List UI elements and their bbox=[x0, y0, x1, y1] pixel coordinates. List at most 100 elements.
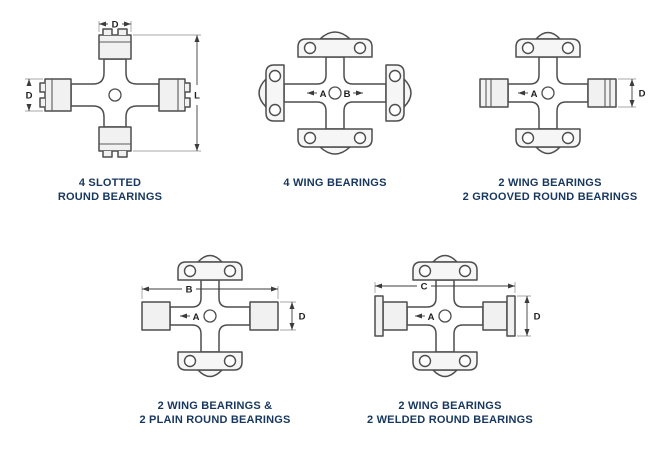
caption-line: 4 SLOTTED bbox=[78, 177, 142, 189]
diagram-caption: 2 WING BEARINGS 2 WELDED ROUND BEARINGS bbox=[367, 399, 533, 427]
diagram-2-wing-2-plain-round: A B D bbox=[141, 254, 306, 378]
top-wing-bearing bbox=[515, 31, 581, 58]
dim-label-d: D bbox=[534, 312, 541, 323]
figure-4-wing-bearings: A B 4 WING BEARINGS bbox=[240, 13, 430, 190]
dim-label-d-top: D bbox=[112, 20, 119, 31]
right-grooved-round-bearing bbox=[587, 78, 617, 108]
figure-2-wing-2-plain-round: A B D 2 WING BEARINGS & 2 PLAIN ROUND BE… bbox=[110, 236, 320, 427]
bolt-hole bbox=[353, 41, 367, 55]
dim-label-a: A bbox=[320, 89, 327, 100]
dim-label-b: B bbox=[344, 89, 351, 100]
dim-label-a: A bbox=[193, 312, 200, 323]
figure-4-slotted-round-bearings: D D L 4 SLOTTED ROUND BEARINGS bbox=[15, 13, 205, 204]
dimension-d: D bbox=[618, 78, 646, 108]
bottom-wing-bearing bbox=[412, 351, 478, 378]
dim-label-b: B bbox=[186, 285, 193, 296]
caption-line: 2 PLAIN ROUND BEARINGS bbox=[139, 414, 291, 426]
left-plain-round-bearing bbox=[141, 301, 171, 331]
dimension-d: D bbox=[517, 295, 541, 337]
bottom-wing-bearing bbox=[297, 128, 373, 155]
caption-line: 2 GROOVED ROUND BEARINGS bbox=[462, 191, 638, 203]
groove-lines bbox=[485, 79, 492, 107]
bolt-hole bbox=[521, 41, 535, 55]
dim-label-d: D bbox=[639, 89, 646, 100]
bolt-hole bbox=[268, 103, 282, 117]
caption-line: 4 WING BEARINGS bbox=[283, 177, 387, 189]
caption-line: 2 WELDED ROUND BEARINGS bbox=[367, 414, 533, 426]
bottom-slotted-bearing bbox=[98, 126, 132, 158]
bolt-hole bbox=[268, 69, 282, 83]
dim-label-c: C bbox=[421, 282, 428, 293]
figure-2-wing-2-welded-round: A C D 2 WING BEARINGS 2 WELDED ROUND BEA… bbox=[345, 236, 555, 427]
slot-tabs bbox=[185, 82, 191, 108]
right-welded-round-bearing bbox=[482, 295, 516, 337]
dimension-a: A bbox=[307, 89, 327, 100]
weld-flange bbox=[506, 295, 516, 337]
bolt-hole bbox=[303, 41, 317, 55]
left-grooved-round-bearing bbox=[479, 78, 509, 108]
bolt-hole bbox=[183, 354, 197, 368]
diagram-2-wing-2-grooved-round: A D bbox=[479, 31, 646, 155]
dimension-top-width: D bbox=[98, 20, 132, 32]
bolt-hole bbox=[418, 354, 432, 368]
top-wing-bearing bbox=[177, 254, 243, 281]
bolt-hole bbox=[418, 264, 432, 278]
dimension-c: C bbox=[374, 282, 516, 293]
left-wing-bearing bbox=[258, 64, 285, 122]
dimension-left-diameter: D bbox=[25, 78, 43, 112]
center-hub bbox=[438, 309, 452, 323]
diagram-caption: 4 WING BEARINGS bbox=[283, 176, 386, 190]
bolt-hole bbox=[458, 354, 472, 368]
diagram-4-wing-bearings: A B bbox=[258, 31, 412, 155]
bolt-hole bbox=[223, 264, 237, 278]
bolt-hole bbox=[561, 131, 575, 145]
dimension-b: B bbox=[141, 285, 279, 299]
weld-flange bbox=[374, 295, 384, 337]
bolt-hole bbox=[388, 103, 402, 117]
wing-plate bbox=[297, 38, 373, 58]
center-hub bbox=[108, 88, 122, 102]
top-slotted-bearing bbox=[98, 28, 132, 60]
figure-2-wing-2-grooved-round: A D 2 WING BEARINGS 2 GROOVED ROUND BEAR… bbox=[450, 13, 650, 204]
diagram-4-slotted-round-bearings: D D L bbox=[25, 20, 201, 158]
bolt-hole bbox=[353, 131, 367, 145]
diagram-2-wing-2-welded-round: A C D bbox=[374, 254, 541, 378]
bearing-cap bbox=[319, 31, 351, 40]
caption-line: 2 WING BEARINGS bbox=[498, 177, 602, 189]
bearing-cap bbox=[197, 369, 223, 378]
right-slotted-bearing bbox=[158, 78, 191, 112]
dim-label-a: A bbox=[531, 89, 538, 100]
bearing-cap bbox=[197, 254, 223, 263]
caption-line: ROUND BEARINGS bbox=[57, 191, 163, 203]
caption-line: 2 WING BEARINGS & bbox=[157, 400, 273, 412]
dimension-b: B bbox=[344, 89, 363, 100]
center-hub bbox=[328, 86, 342, 100]
right-plain-round-bearing bbox=[249, 301, 279, 331]
caption-line: 2 WING BEARINGS bbox=[398, 400, 502, 412]
dimension-d: D bbox=[280, 301, 306, 331]
dim-label-d: D bbox=[299, 312, 306, 323]
right-wing-bearing bbox=[385, 64, 412, 122]
bolt-hole bbox=[521, 131, 535, 145]
center-hub bbox=[541, 86, 555, 100]
bearing-cap bbox=[403, 78, 412, 108]
dim-label-d-left: D bbox=[26, 91, 33, 102]
left-welded-round-bearing bbox=[374, 295, 408, 337]
diagram-caption: 2 WING BEARINGS & 2 PLAIN ROUND BEARINGS bbox=[139, 399, 290, 427]
bolt-hole bbox=[388, 69, 402, 83]
bolt-hole bbox=[183, 264, 197, 278]
dim-label-l: L bbox=[194, 91, 200, 102]
center-hub bbox=[203, 309, 217, 323]
groove-lines bbox=[604, 79, 611, 107]
bolt-hole bbox=[458, 264, 472, 278]
top-wing-bearing bbox=[412, 254, 478, 281]
dimension-a: A bbox=[415, 312, 435, 323]
bearing-cap bbox=[432, 369, 458, 378]
dim-label-a: A bbox=[428, 312, 435, 323]
bearing-cap bbox=[319, 146, 351, 155]
dimension-overall-length: L bbox=[133, 34, 201, 152]
dimension-a: A bbox=[180, 312, 200, 323]
slot-tabs bbox=[39, 82, 45, 108]
dimension-a: A bbox=[518, 89, 538, 100]
